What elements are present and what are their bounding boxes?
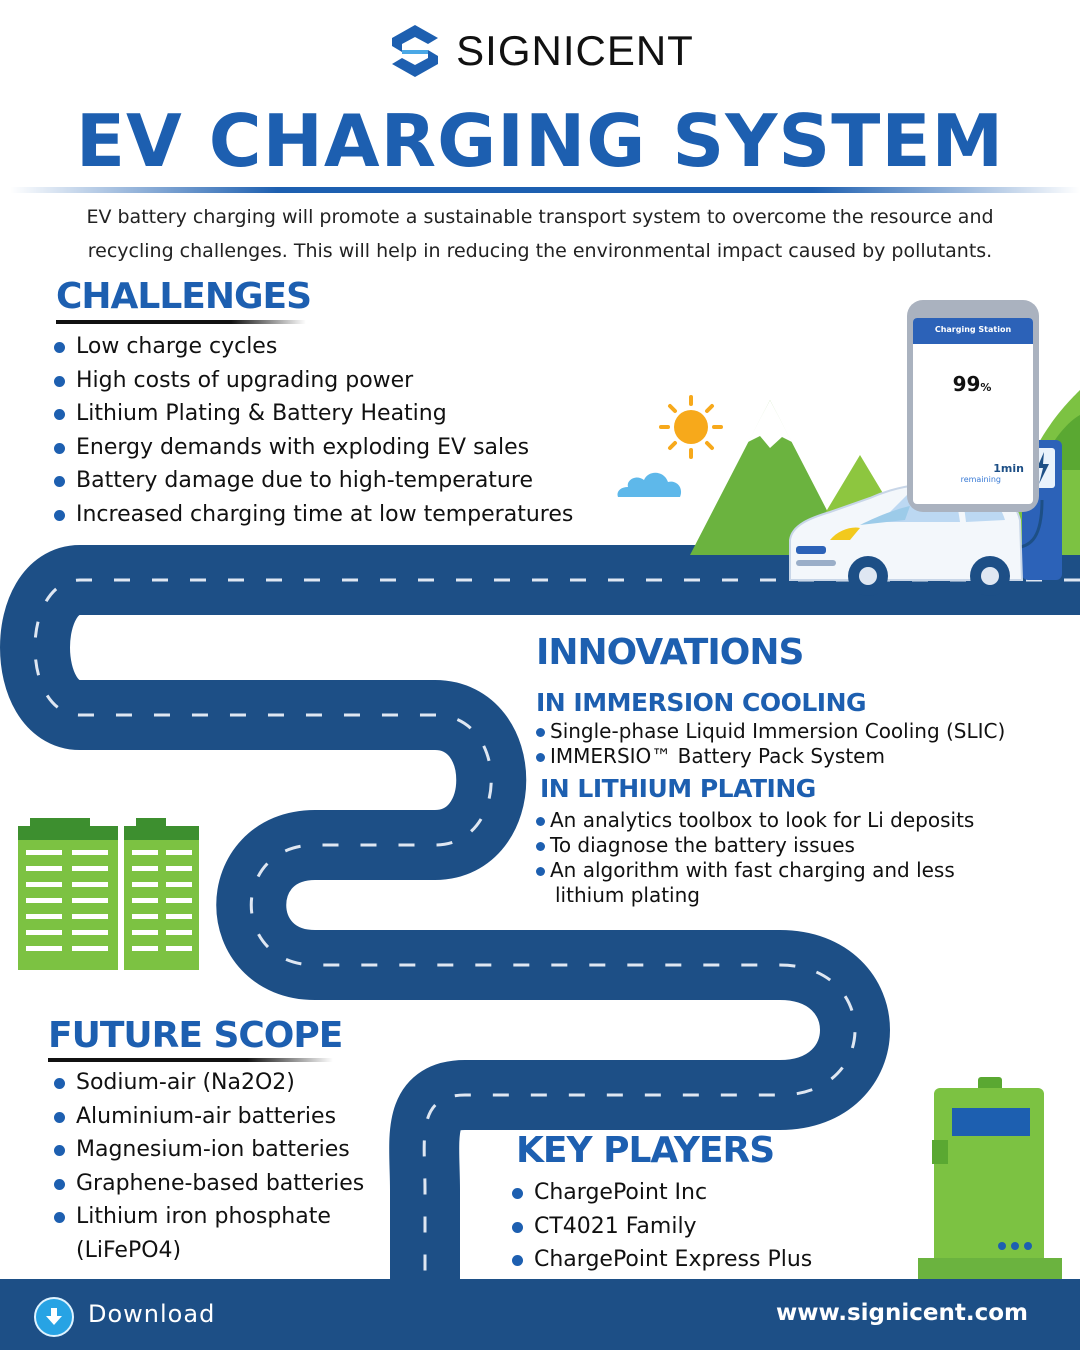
charger-icon [918, 1077, 1062, 1283]
list-item: ChargePoint Express Plus [508, 1243, 812, 1277]
phone-screen-title: Charging Station [934, 325, 1012, 334]
list-item: (LiFePO4) [76, 1237, 182, 1263]
intro-line-2: recycling challenges. This will help in … [87, 240, 993, 262]
download-icon [46, 1308, 62, 1325]
innovations-subtitle-lithium: IN LITHIUM PLATING [540, 774, 816, 803]
list-item: An algorithm with fast charging and less [536, 858, 974, 883]
list-item: High costs of upgrading power [50, 364, 573, 398]
website-link[interactable]: www.signicent.com [775, 1300, 1028, 1326]
list-item: IMMERSIO™ Battery Pack System [536, 744, 1005, 769]
list-item: Aluminium-air batteries [50, 1100, 364, 1134]
immersion-cooling-list: Single-phase Liquid Immersion Cooling (S… [536, 719, 1005, 769]
challenges-title: CHALLENGES [56, 276, 312, 317]
cloud-icon [617, 472, 682, 497]
list-item: CT4021 Family [508, 1210, 812, 1244]
brand-logo: SIGNICENT [0, 22, 1080, 80]
list-item: Single-phase Liquid Immersion Cooling (S… [536, 719, 1005, 744]
list-item: Energy demands with exploding EV sales [50, 431, 573, 465]
innovations-title: INNOVATIONS [536, 632, 804, 673]
list-item: ChargePoint Inc [508, 1176, 812, 1210]
list-item: Magnesium-ion batteries [50, 1133, 364, 1167]
charge-percent-sign: % [980, 381, 992, 394]
signicent-logo-icon [392, 25, 439, 77]
time-remaining-label: remaining [960, 475, 1001, 484]
phone-screen [913, 318, 1033, 504]
brand-name: SIGNICENT [456, 27, 694, 74]
time-remaining-value: 1min [993, 462, 1024, 475]
winding-road [0, 545, 1080, 1290]
list-item: Lithium Plating & Battery Heating [50, 397, 573, 431]
title-divider [10, 187, 1080, 193]
battery-icon [18, 818, 199, 970]
list-item: Low charge cycles [50, 330, 573, 364]
phone-status-bar [913, 318, 1033, 344]
intro-text: EV battery charging will promote a susta… [20, 200, 1060, 268]
list-item: An analytics toolbox to look for Li depo… [536, 808, 974, 833]
sun-icon [659, 395, 723, 459]
list-item: Graphene-based batteries [50, 1167, 364, 1201]
future-scope-underline [48, 1058, 333, 1062]
charge-percent-value: 99 [952, 372, 981, 396]
footer-bar [0, 1279, 1080, 1350]
future-scope-title: FUTURE SCOPE [48, 1015, 343, 1056]
list-item: Lithium iron phosphate [50, 1200, 364, 1234]
future-scope-list: Sodium-air (Na2O2)Aluminium-air batterie… [50, 1066, 364, 1267]
lithium-plating-list: An analytics toolbox to look for Li depo… [536, 808, 974, 908]
key-players-title: KEY PLAYERS [516, 1130, 775, 1171]
list-item: lithium plating [555, 883, 700, 907]
page-title: EV CHARGING SYSTEM [75, 99, 1005, 183]
intro-line-1: EV battery charging will promote a susta… [86, 206, 994, 228]
charge-percent: 99% [932, 372, 1012, 396]
list-item: To diagnose the battery issues [536, 833, 974, 858]
innovations-subtitle-immersion: IN IMMERSION COOLING [536, 688, 867, 717]
list-item: Sodium-air (Na2O2) [50, 1066, 364, 1100]
list-item: Increased charging time at low temperatu… [50, 498, 573, 532]
download-label[interactable]: Download [88, 1300, 216, 1328]
list-item: Battery damage due to high-temperature [50, 464, 573, 498]
challenges-underline [56, 320, 306, 324]
download-button[interactable] [34, 1297, 74, 1337]
